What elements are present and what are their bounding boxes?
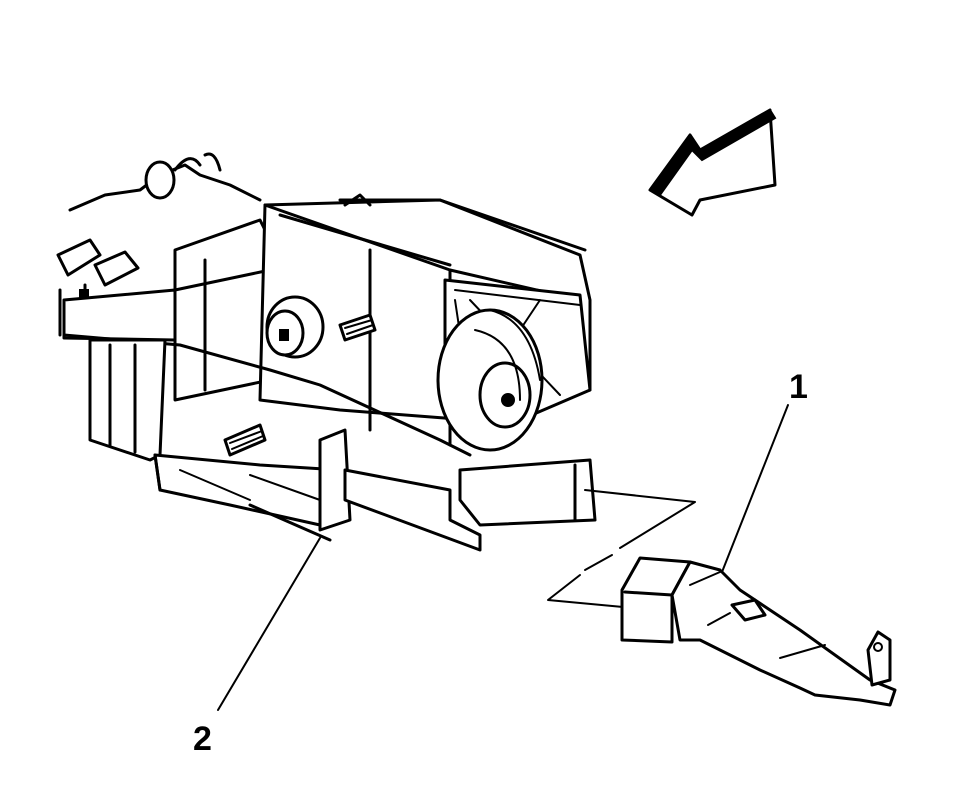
explode-lines bbox=[547, 489, 696, 608]
floor-air-outlet-duct bbox=[620, 556, 897, 707]
direction-arrow-icon bbox=[648, 108, 777, 217]
callout-2-leader bbox=[217, 537, 321, 711]
callout-label-1: 1 bbox=[789, 368, 808, 406]
callout-label-2: 2 bbox=[193, 720, 212, 758]
hvac-module bbox=[56, 152, 597, 552]
callout-1-leader bbox=[721, 404, 789, 573]
